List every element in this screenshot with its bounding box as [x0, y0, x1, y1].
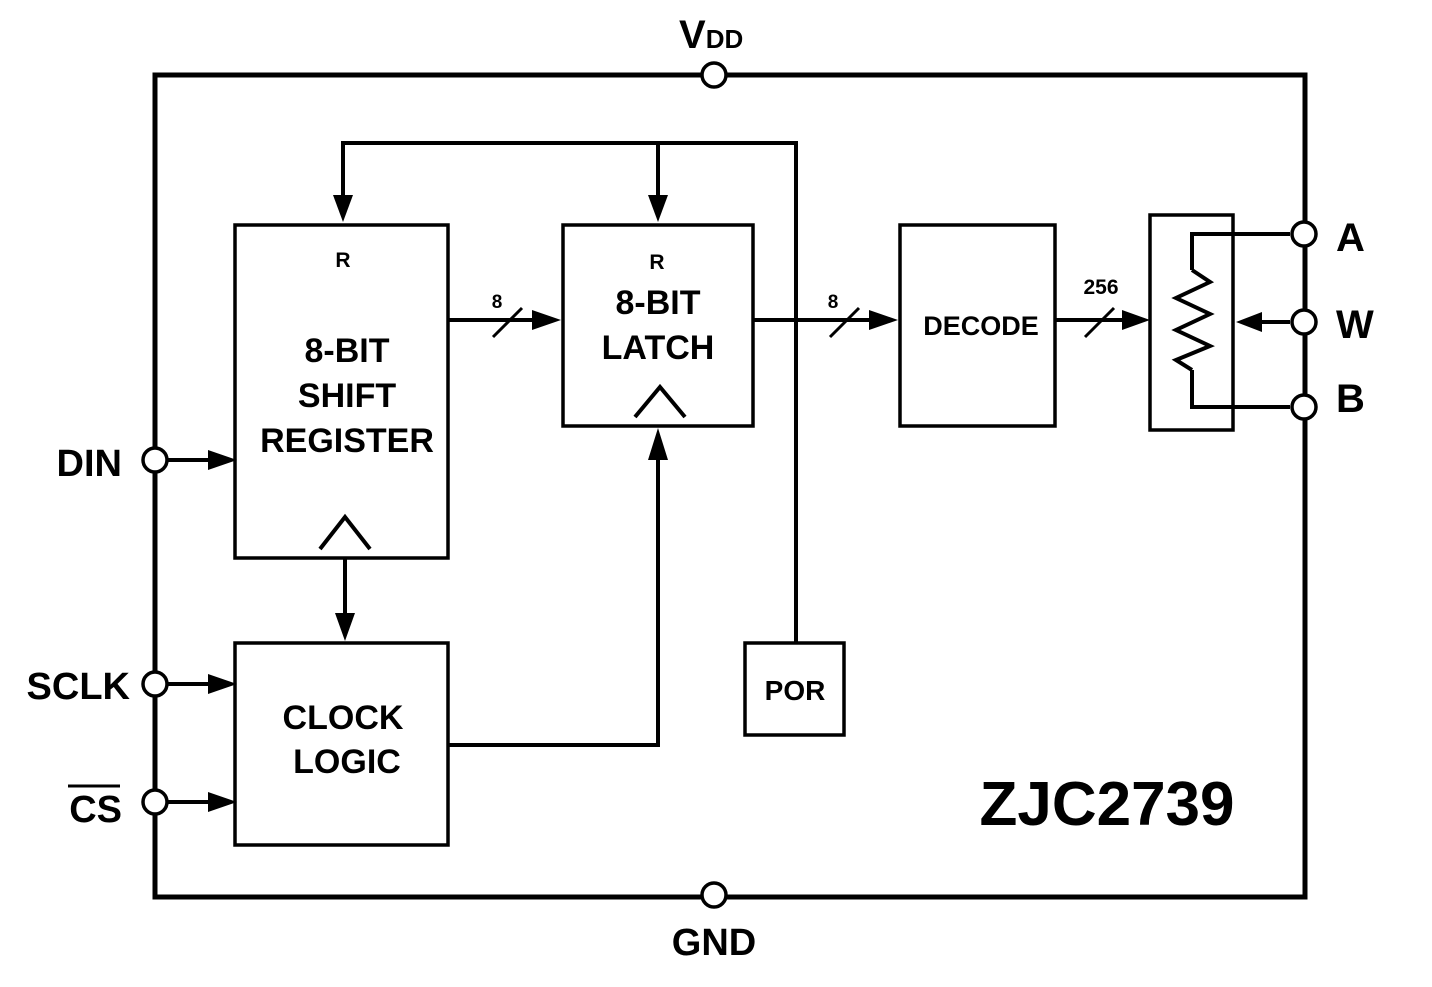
shift-register-block [233, 223, 450, 560]
por-reset-wire [341, 141, 798, 643]
por-block [743, 641, 846, 737]
shift-register-label-3: REGISTER [260, 422, 434, 460]
latch-to-decode-bus-slash [828, 306, 861, 339]
vdd-pin-subscript: DD [706, 24, 744, 54]
b-pin [1290, 393, 1318, 421]
latch-to-decode-bus-width: 8 [828, 292, 839, 313]
reset-arrow-shift [333, 195, 353, 222]
sclk-pin-label: SCLK [27, 666, 131, 708]
a-pin-label: A [1336, 216, 1365, 260]
rdac-a-wire [1190, 232, 1290, 270]
latch-label-2: LATCH [602, 329, 715, 367]
rdac-b-wire [1190, 370, 1290, 409]
cs-arrow [208, 792, 237, 812]
a-pin [1290, 220, 1318, 248]
shift-register-clock-icon [318, 513, 372, 551]
part-number-label: ZJC2739 [979, 770, 1234, 839]
shift-to-latch-arrow [532, 310, 561, 330]
latch-label-1: 8-BIT [616, 284, 701, 322]
latch-block [561, 223, 755, 428]
decode-to-rdac-bus-slash [1083, 306, 1116, 339]
resistor-icon [1171, 268, 1215, 372]
latch-clock-icon [633, 383, 687, 419]
shift-register-reset-label: R [335, 249, 350, 272]
cs-pin-label: CS [69, 789, 122, 831]
din-pin-label: DIN [57, 443, 122, 485]
clock-logic-label-2: LOGIC [293, 743, 401, 781]
shift-register-label-1: 8-BIT [305, 332, 390, 370]
shift-to-latch-bus-width: 8 [492, 292, 503, 313]
clock-logic-label-1: CLOCK [283, 699, 404, 737]
reset-arrow-latch [648, 195, 668, 222]
decode-block [898, 223, 1057, 428]
wiper-arrow [1236, 312, 1262, 332]
sclk-arrow [208, 674, 237, 694]
latch-to-decode-arrow [869, 310, 898, 330]
latch-reset-label: R [649, 251, 664, 274]
din-arrow [208, 450, 237, 470]
b-pin-label: B [1336, 377, 1365, 421]
vdd-pin [700, 61, 728, 89]
clock-to-latch-arrow [648, 428, 668, 460]
gnd-pin-label: GND [672, 922, 756, 964]
vdd-pin-label: VDD [679, 13, 743, 57]
decode-label: DECODE [923, 311, 1039, 341]
gnd-pin [700, 881, 728, 909]
decode-to-rdac-bus-width: 256 [1083, 276, 1118, 299]
shift-register-label-2: SHIFT [298, 377, 396, 415]
decode-to-rdac-arrow [1122, 310, 1150, 330]
chip-outline [152, 72, 1308, 900]
sclk-pin [141, 670, 169, 698]
din-pin [141, 446, 169, 474]
w-pin [1290, 308, 1318, 336]
w-pin-label: W [1336, 303, 1374, 347]
shift-to-clock-arrow [335, 613, 355, 641]
shift-to-latch-bus-slash [491, 306, 524, 339]
cs-pin [141, 788, 169, 816]
clock-to-latch-wire [448, 455, 660, 747]
por-label: POR [765, 675, 826, 706]
